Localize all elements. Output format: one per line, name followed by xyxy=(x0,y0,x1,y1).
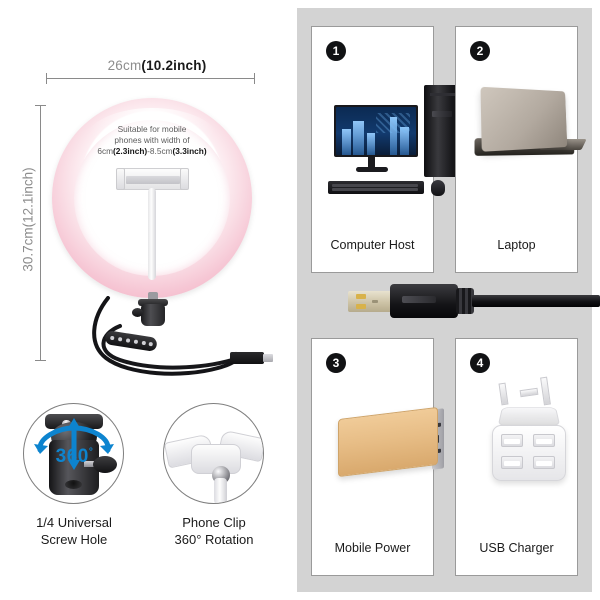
phone-clip-caption-line1: Phone Clip xyxy=(182,515,246,530)
phone-clip-holder xyxy=(116,168,189,280)
card-number-badge: 1 xyxy=(326,41,346,61)
screw-hole-caption-line1: 1/4 Universal xyxy=(36,515,112,530)
compat-card-mobile-power[interactable]: 3 Mobile Power xyxy=(311,338,444,576)
screw-hole-caption: 1/4 Universal Screw Hole xyxy=(9,514,139,548)
width-dimension-cm: 26cm xyxy=(107,58,142,73)
width-dimension-cap-left xyxy=(46,73,47,84)
usb-metal-shell xyxy=(348,291,394,312)
usb-power-cable xyxy=(86,296,273,390)
usb-cable-strain-relief xyxy=(456,288,474,314)
rotation-degree-label: 360° xyxy=(24,446,123,468)
width-dimension-cap-right xyxy=(254,73,255,84)
charger-pin-earth xyxy=(519,387,539,398)
usb-a-connector-icon xyxy=(348,282,600,320)
usb-plug-housing xyxy=(390,284,458,318)
card-label: Laptop xyxy=(497,238,536,252)
phone-width-note-line1: Suitable for mobile xyxy=(117,124,187,134)
ball-head-lock-knob-icon xyxy=(93,456,117,473)
usb-cable-wire xyxy=(472,295,600,307)
rotation-arrows-icon xyxy=(34,418,114,470)
phone-clip-body-icon xyxy=(191,444,241,474)
phone-clip-illustration xyxy=(163,403,264,504)
product-dimension-section: 26cm(10.2inch) 30.7cm(12.1inch) Suitable… xyxy=(0,0,297,600)
charger-pin-right xyxy=(540,376,551,406)
feature-phone-clip: Phone Clip 360° Rotation xyxy=(163,403,279,548)
monitor-screen xyxy=(336,107,416,155)
cable-usb-plug xyxy=(230,352,273,364)
charger-body xyxy=(492,425,566,481)
rotation-degree-symbol: ° xyxy=(88,446,94,458)
card-number-badge: 2 xyxy=(470,41,490,61)
phone-clip-head xyxy=(118,168,188,190)
card-number-badge: 3 xyxy=(326,353,346,373)
height-dimension-line xyxy=(40,105,41,360)
height-dimension-cap-bottom xyxy=(35,360,46,361)
phone-width-max: -8.5cm xyxy=(147,146,173,156)
phone-clip-caption: Phone Clip 360° Rotation xyxy=(149,514,279,548)
width-dimension-inch: (10.2inch) xyxy=(141,58,207,73)
usb-port-3 xyxy=(501,456,523,469)
width-dimension-label: 26cm(10.2inch) xyxy=(72,58,242,73)
card-label: USB Charger xyxy=(479,541,554,555)
compat-card-usb-charger[interactable]: 4 USB Charger xyxy=(455,338,578,576)
feature-screw-hole: 360° 1/4 Universal Screw Hole xyxy=(23,403,139,548)
ring-light-product-image: Suitable for mobile phones with width of… xyxy=(52,98,252,298)
compat-card-computer-host[interactable]: 1 xyxy=(311,26,464,273)
ball-head-knob xyxy=(132,308,143,317)
monitor-base xyxy=(356,167,388,172)
laptop-icon xyxy=(456,27,587,272)
phone-clip-stem-icon xyxy=(214,478,227,503)
phone-clip-jaw-right xyxy=(180,168,189,190)
quarter-inch-screw-hole-icon xyxy=(65,480,82,489)
ball-head-body xyxy=(141,304,165,326)
card-label: Computer Host xyxy=(330,238,415,252)
desktop-computer-icon xyxy=(312,27,464,272)
phone-width-max-inch: (3.3inch) xyxy=(172,146,207,156)
keyboard-icon xyxy=(328,181,424,194)
mouse-icon xyxy=(431,180,445,196)
ring-light-gloss-highlight xyxy=(84,108,220,176)
card-label: Mobile Power xyxy=(334,541,411,555)
compat-card-laptop[interactable]: 2 Laptop xyxy=(455,26,587,273)
usb-wall-charger-icon xyxy=(456,339,577,575)
phone-width-note-line2: phones with width of xyxy=(114,135,190,145)
phone-width-min-inch: (2.3inch) xyxy=(113,146,148,156)
phone-clip-jaw-left xyxy=(116,168,125,190)
rotation-degree-value: 360 xyxy=(55,446,89,467)
power-bank-icon xyxy=(312,339,444,575)
tripod-ball-head xyxy=(132,292,174,334)
phone-clip-caption-line2: 360° Rotation xyxy=(174,532,254,547)
power-bank-body xyxy=(338,406,438,478)
ball-head-screw-icon xyxy=(84,461,98,467)
usb-port-4 xyxy=(533,456,555,469)
phone-clip-stem xyxy=(148,188,156,280)
monitor-stand xyxy=(368,157,375,168)
screw-hole-illustration: 360° xyxy=(23,403,124,504)
phone-width-note: Suitable for mobile phones with width of… xyxy=(74,124,230,157)
laptop-lid xyxy=(480,86,568,152)
usb-port-1 xyxy=(501,434,523,447)
phone-width-min: 6cm xyxy=(97,146,114,156)
charger-top-face xyxy=(497,407,561,426)
usb-port-2 xyxy=(533,434,555,447)
width-dimension-line xyxy=(46,78,255,79)
height-dimension-cap-top xyxy=(35,105,46,106)
height-dimension-label: 30.7cm(12.1inch) xyxy=(20,167,36,272)
screw-hole-caption-line2: Screw Hole xyxy=(40,532,108,547)
ball-head-neck xyxy=(148,292,158,301)
card-number-badge: 4 xyxy=(470,353,490,373)
monitor-icon xyxy=(334,105,418,157)
ball-head-plate xyxy=(138,299,168,306)
charger-pin-left xyxy=(498,382,509,406)
